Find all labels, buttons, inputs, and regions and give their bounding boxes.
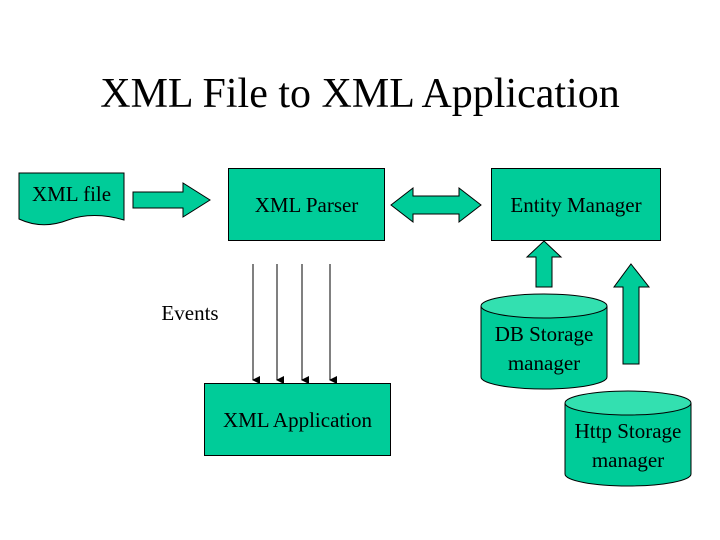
xml-file-label: XML file — [31, 182, 112, 206]
xml-parser-box: XML Parser — [228, 168, 385, 241]
slide-title: XML File to XML Application — [100, 71, 620, 117]
db-storage-label: DB Storage manager — [481, 321, 607, 376]
db-storage-label-line2: manager — [507, 351, 581, 375]
xml-file-shape — [18, 172, 125, 226]
db-storage-label-line1: DB Storage — [494, 322, 594, 346]
entity-manager-box: Entity Manager — [491, 168, 661, 241]
arrow-file-to-parser — [132, 182, 211, 218]
entity-manager-label: Entity Manager — [510, 192, 642, 217]
xml-parser-label: XML Parser — [254, 192, 359, 217]
http-storage-label-line2: manager — [591, 448, 665, 472]
http-storage-label-line1: Http Storage — [574, 419, 682, 443]
arrow-parser-entity-manager — [390, 186, 482, 224]
xml-application-box: XML Application — [204, 383, 391, 456]
events-label: Events — [161, 301, 219, 325]
http-storage-label: Http Storage manager — [560, 418, 696, 473]
db-storage-cylinder — [480, 293, 608, 390]
http-storage-cylinder — [564, 390, 692, 487]
arrow-db-to-entity-manager — [525, 240, 563, 288]
xml-application-label: XML Application — [222, 407, 373, 432]
arrow-http-to-entity-manager — [613, 263, 651, 365]
